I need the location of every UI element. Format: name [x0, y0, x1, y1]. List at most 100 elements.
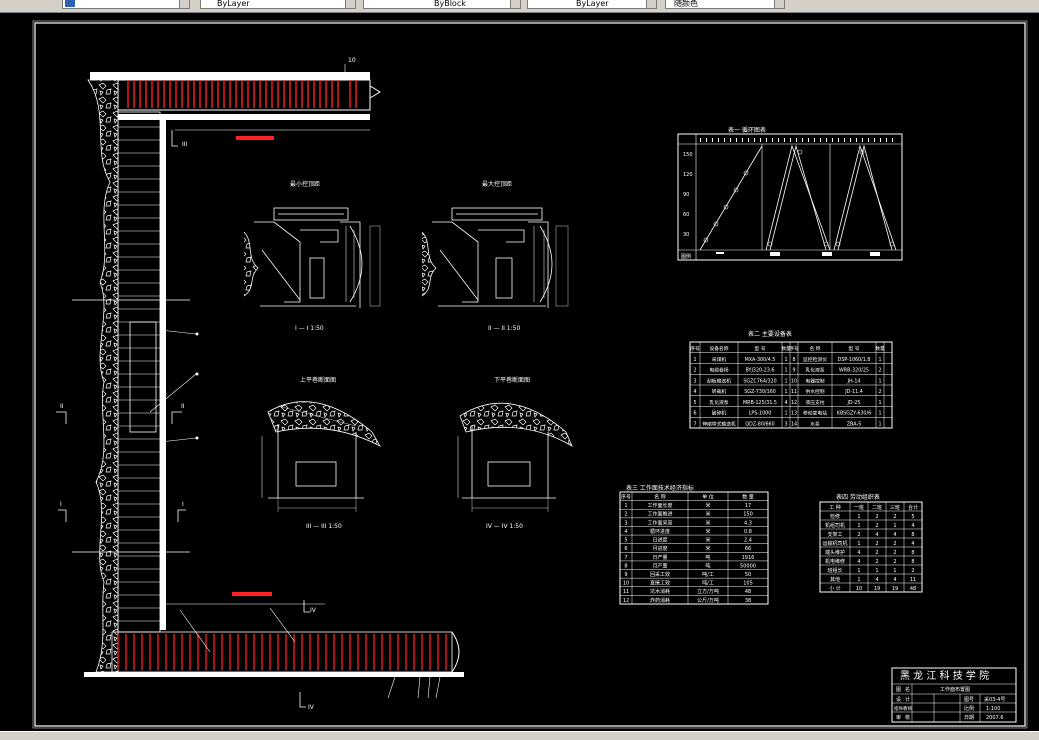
- table-cell: 乳化液泵: [805, 367, 824, 374]
- table-cell: 米: [705, 519, 710, 526]
- table-cell: 2: [875, 514, 878, 520]
- table-cell: KBSGZY-630/6: [837, 411, 871, 417]
- chevron-down-icon: [179, 0, 189, 8]
- table-cell: 10: [623, 581, 629, 587]
- table-cell: SGZC764/320: [743, 378, 776, 384]
- table-cell: 4: [857, 550, 860, 556]
- table-cell: 电器控制: [805, 377, 824, 384]
- table-cell: 1: [893, 523, 896, 529]
- color-label: 随颜色: [674, 0, 698, 8]
- section-4-drawing: 下平巷断面图: [457, 376, 573, 512]
- table-cell: QDZ-80/660: [745, 421, 774, 427]
- table-cell: 4: [857, 559, 860, 565]
- section-3-drawing: 上平巷断面图: [261, 376, 382, 512]
- layer-combo[interactable]: [62, 0, 190, 9]
- table-cell: 50000: [740, 563, 756, 569]
- table-cell: 48: [910, 586, 916, 592]
- table-cell: 12: [791, 400, 797, 406]
- table-cell: 2: [875, 523, 878, 529]
- table-cell: LPS-1000: [749, 411, 772, 417]
- table-cell: 1: [857, 514, 860, 520]
- table-cell: BYJ320-23.6: [746, 368, 775, 374]
- table-cell: MRB-125/31.5: [743, 400, 777, 406]
- table-header-cell: 数量: [781, 345, 791, 352]
- plan-view: 10 III II II I I: [56, 57, 464, 711]
- table-cell: 1: [784, 368, 787, 374]
- table-cell: 1: [875, 568, 878, 574]
- table-cell: 17: [745, 503, 751, 509]
- svg-text:30: 30: [683, 232, 689, 238]
- linetype-combo-3[interactable]: ByLayer: [527, 0, 657, 9]
- tb-r3-c5: 1:100: [986, 706, 1000, 712]
- table-cell: 转载机: [712, 388, 727, 395]
- table-cell: 机组司机: [825, 522, 845, 529]
- tb-r2-c4: 图号: [964, 697, 974, 703]
- table-header-cell: 名 称: [654, 493, 666, 500]
- linetype-combo-2[interactable]: ByBlock: [363, 0, 521, 9]
- svg-text:图例: 图例: [681, 253, 691, 260]
- table-cell: 2: [624, 512, 627, 518]
- table-cell: 工作面采高: [647, 519, 672, 526]
- table-cell: 乳化液泵: [709, 399, 728, 406]
- table-cell: 支架工: [827, 531, 842, 538]
- lower-roadway: [84, 672, 464, 677]
- table-cell: 工作面长度: [647, 502, 672, 509]
- mark-2-left: II: [60, 403, 64, 410]
- table-cell: 立方/万吨: [697, 588, 719, 595]
- table-cell: 4: [784, 400, 787, 406]
- table-cell: 工作面推进: [647, 511, 672, 518]
- table-cell: 8: [792, 357, 795, 363]
- table-cell: 1: [878, 357, 881, 363]
- table-header-cell: 一班: [854, 504, 864, 511]
- color-combo[interactable]: 随颜色: [665, 0, 785, 9]
- table-cell: 伸缩带式输送机: [702, 420, 736, 427]
- table-header-cell: 合计: [908, 504, 918, 511]
- table-header-cell: 序号: [621, 493, 631, 500]
- table-cell: 月产量: [652, 562, 667, 569]
- table-cell: 机电维修: [825, 558, 845, 565]
- table-cell: 米: [705, 545, 710, 552]
- table-cell: 8: [911, 532, 914, 538]
- chevron-down-icon: [646, 0, 656, 8]
- table-cell: 9: [624, 572, 627, 578]
- mark-4-top: IV: [310, 607, 317, 614]
- table-cell: 2: [875, 541, 878, 547]
- inner-frame: [32, 20, 1028, 729]
- table-cell: 1: [857, 523, 860, 529]
- upper-roadway-title: 上平巷断面图: [300, 376, 336, 384]
- table-1: 表一 循环图表 150 120 90 60 30 图例: [677, 126, 903, 261]
- linetype-combo-1[interactable]: ByLayer: [200, 0, 356, 9]
- table-cell: 日产量: [652, 554, 667, 561]
- table-4-title: 表四 劳动组织表: [836, 493, 880, 501]
- table-cell: 1: [784, 411, 787, 417]
- table-header-cell: 设备名称: [709, 345, 728, 352]
- toolbar: ByLayer ByBlock ByLayer 随颜色: [0, 0, 1039, 13]
- table-cell: 3: [784, 421, 787, 427]
- tb-r4-c5: 2007.6: [986, 715, 1004, 721]
- cad-drawing-canvas[interactable]: 10 III II II I I: [0, 12, 1039, 731]
- table-cell: 1: [893, 568, 896, 574]
- tb-r1-c1: 名: [905, 686, 910, 693]
- table-cell: 吨: [705, 554, 710, 561]
- mark-10: 10: [348, 57, 356, 64]
- table-cell: 供水控制: [805, 388, 824, 395]
- table-cell: 2: [878, 368, 881, 374]
- table-header-cell: 二班: [872, 504, 882, 511]
- lower-roadway-supports: [117, 634, 447, 670]
- table-cell: 刮板输送机: [707, 377, 731, 384]
- table-cell: 10: [791, 378, 797, 384]
- table-cell: 采煤机: [712, 356, 727, 363]
- table-cell: 米: [705, 537, 710, 544]
- table-header-cell: 三班: [890, 504, 900, 511]
- table-cell: 4: [893, 532, 896, 538]
- table-cell: 7: [624, 555, 627, 561]
- table-cell: 5: [624, 538, 627, 544]
- table-cell: 150: [743, 512, 753, 518]
- table-cell: 1: [784, 389, 787, 395]
- table-2-title: 表二 主要设备表: [748, 330, 792, 338]
- tb-r2-c5: 采03-4号: [984, 696, 1005, 703]
- table-cell: 2: [893, 550, 896, 556]
- table-cell: 13: [791, 411, 797, 417]
- layer-icon: [65, 0, 75, 7]
